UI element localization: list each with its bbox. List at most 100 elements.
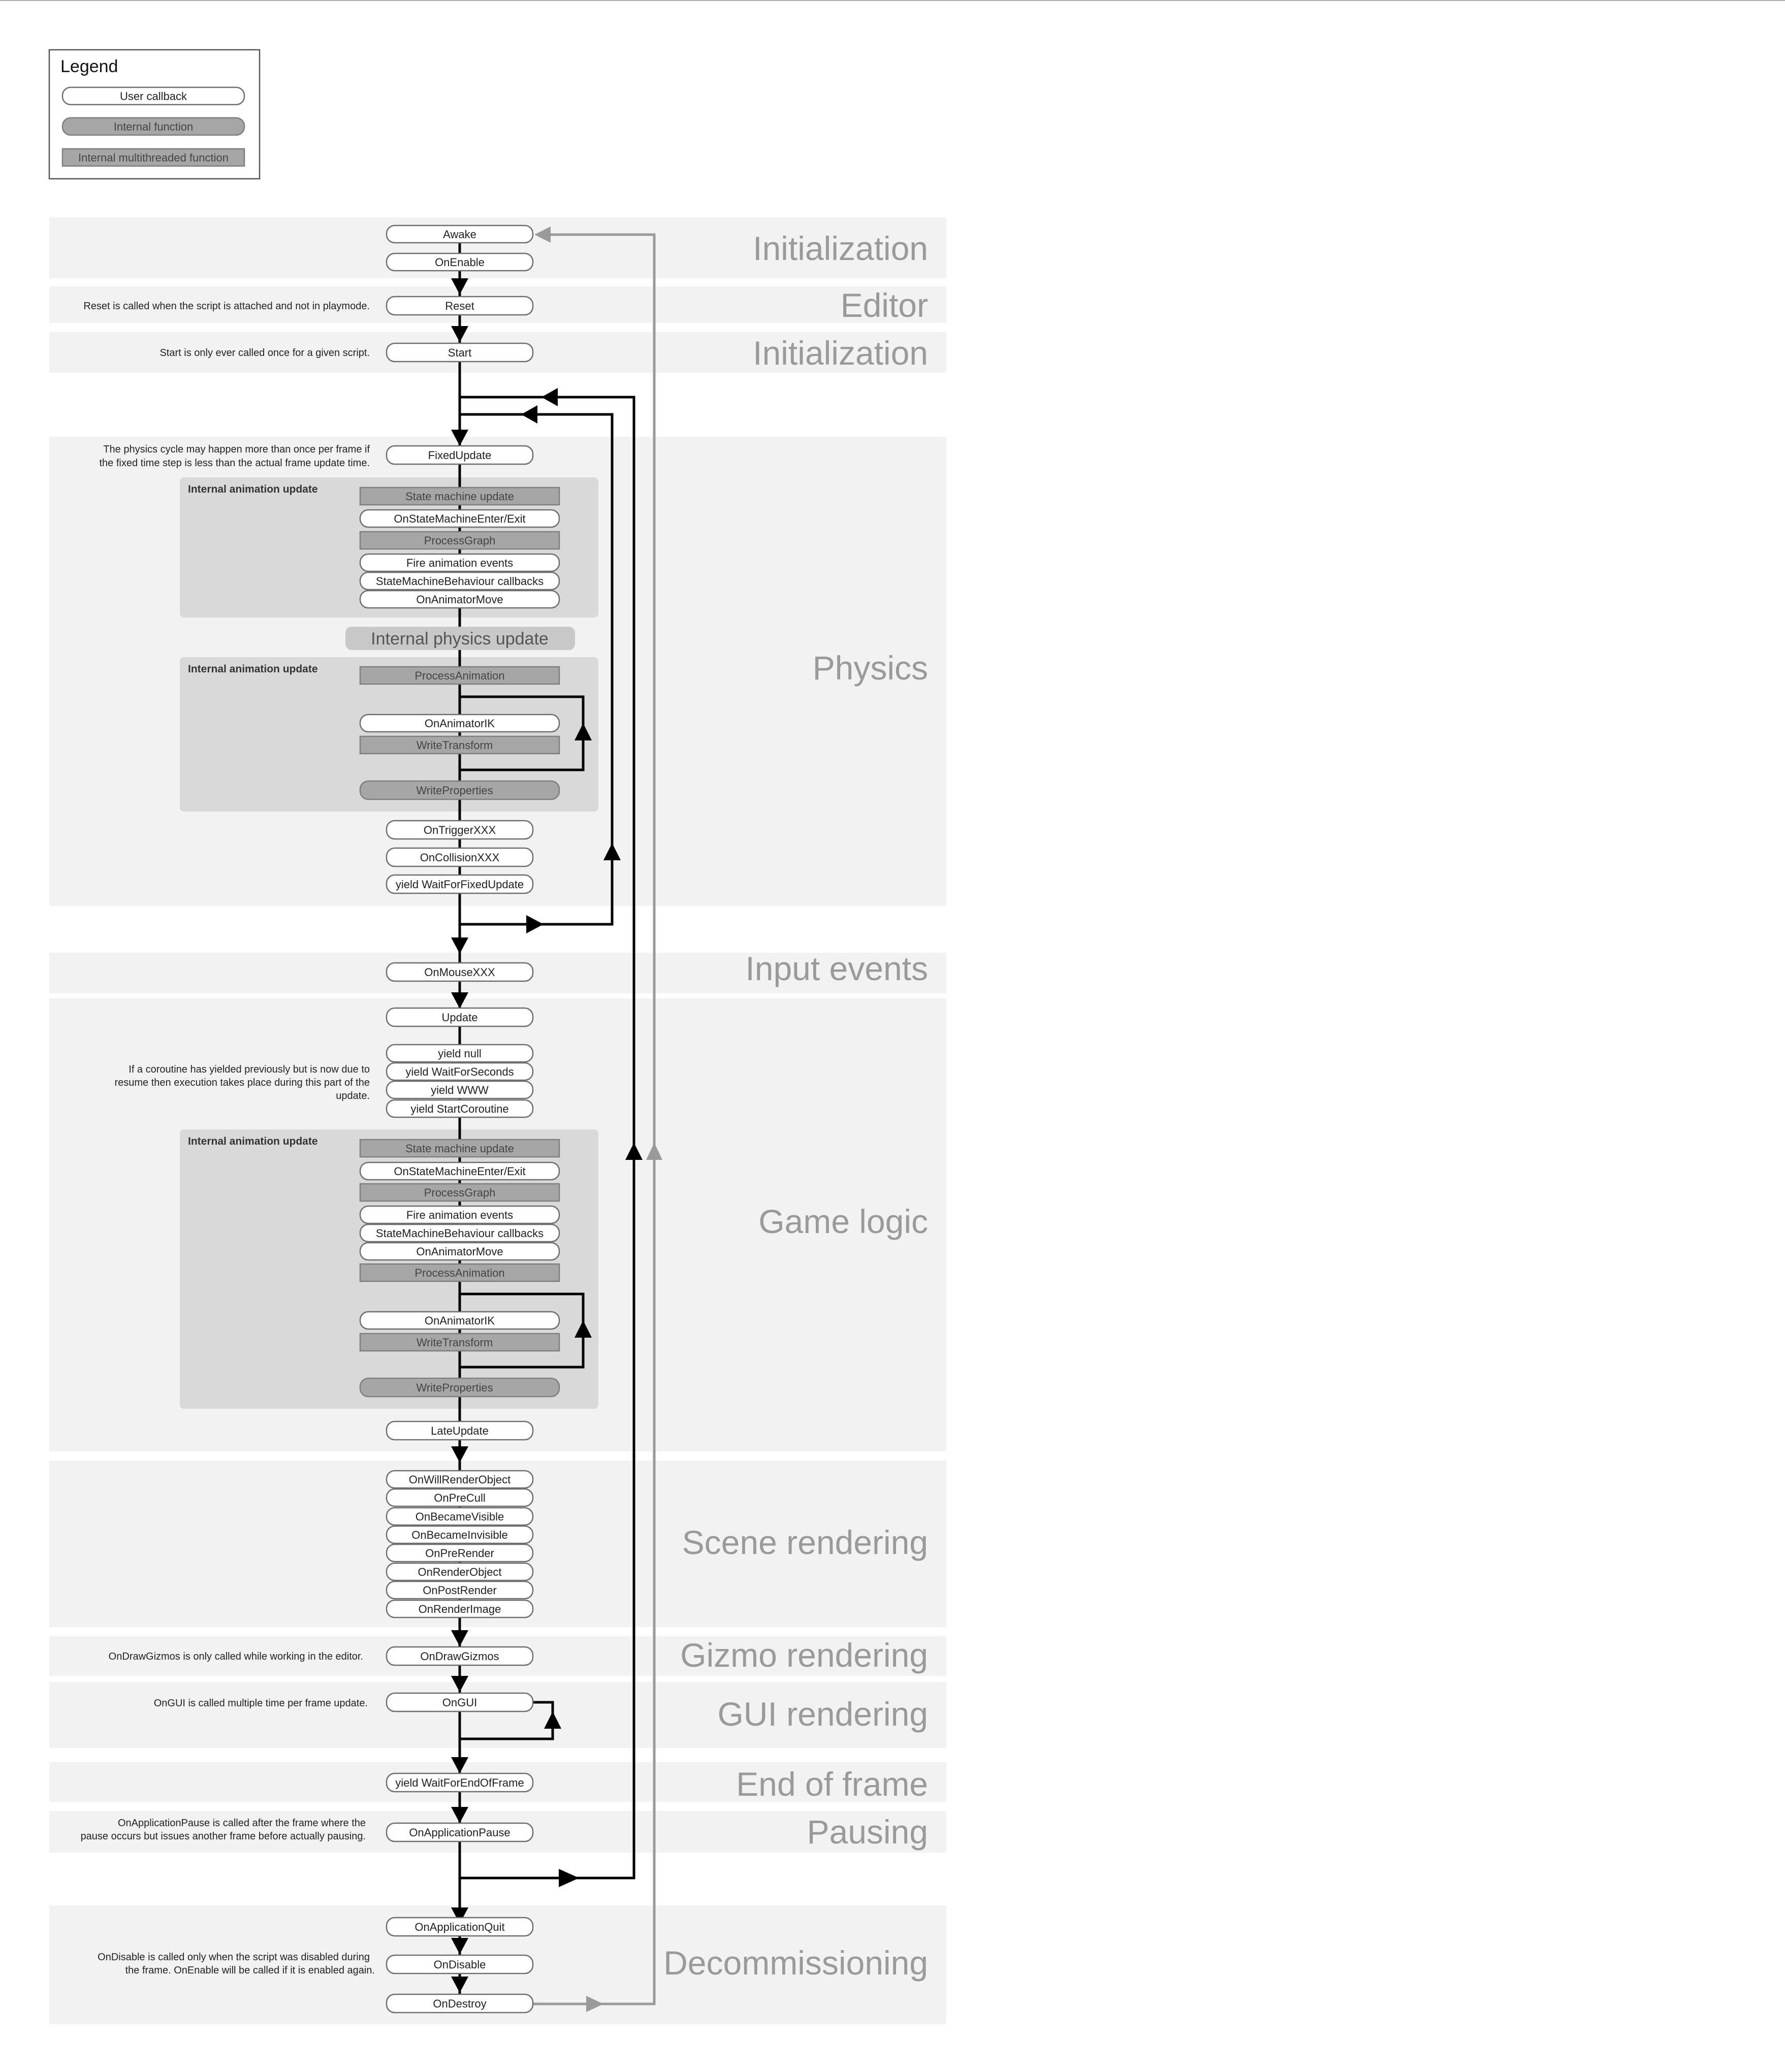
legend-internal-function-label: Internal function bbox=[114, 120, 194, 133]
node-onapplicationpause bbox=[386, 1822, 534, 1842]
node-onanimatormove-1 bbox=[359, 590, 560, 609]
node-onrenderimage bbox=[386, 1599, 534, 1618]
node-processanimation-2 bbox=[359, 1263, 560, 1282]
node-writeproperties-2-label: WriteProperties bbox=[416, 1381, 493, 1394]
node-onbecamevisible-label: OnBecameVisible bbox=[416, 1510, 504, 1523]
arrow-lifecycle-to-awake bbox=[534, 226, 551, 243]
section-title-decommissioning: Decommissioning bbox=[663, 1944, 928, 1982]
arrow-down-to-update bbox=[451, 992, 468, 1009]
top-divider bbox=[0, 0, 1785, 1]
node-onenable-label: OnEnable bbox=[435, 256, 485, 269]
node-state-machine-update-1-label: State machine update bbox=[405, 490, 514, 503]
node-start bbox=[386, 342, 534, 363]
section-title-end-of-frame: End of frame bbox=[736, 1765, 928, 1803]
node-ondrawgizmos bbox=[386, 1646, 534, 1666]
node-ondestroy-label: OnDestroy bbox=[433, 1997, 486, 2010]
section-title-gui-rendering: GUI rendering bbox=[717, 1695, 928, 1733]
node-ongui-label: OnGUI bbox=[442, 1696, 477, 1709]
node-writeproperties-1-label: WriteProperties bbox=[416, 784, 493, 797]
note-coroutine-line-1: If a coroutine has yielded previously bu… bbox=[129, 1064, 370, 1075]
group-title-game-logic: Internal animation update bbox=[188, 1136, 318, 1147]
node-writeproperties-2 bbox=[359, 1377, 560, 1398]
notes: Reset is called when the script is attac… bbox=[81, 301, 375, 1976]
arrow-physics-loop-right bbox=[526, 915, 544, 933]
node-oncollisionxxx bbox=[386, 847, 534, 867]
arrow-ik-loop-game-logic bbox=[575, 1320, 592, 1338]
node-onprerender bbox=[386, 1543, 534, 1563]
note-pause-line-1: OnApplicationPause is called after the f… bbox=[118, 1818, 366, 1829]
legend-internal-multithreaded-swatch bbox=[61, 148, 245, 167]
node-statemachinebehaviour-callbacks-2-label: StateMachineBehaviour callbacks bbox=[376, 1227, 544, 1240]
node-update bbox=[386, 1007, 534, 1027]
arrow-down-to-pause bbox=[451, 1807, 468, 1823]
node-onanimatorik-2-label: OnAnimatorIK bbox=[425, 1314, 495, 1327]
arrow-physics-loop-up bbox=[603, 843, 621, 860]
node-onbecamevisible bbox=[386, 1507, 534, 1526]
group-title-physics-2: Internal animation update bbox=[188, 663, 318, 675]
note-coroutine-line-3: update. bbox=[336, 1090, 370, 1102]
node-onwillrenderobject bbox=[386, 1470, 534, 1489]
node-onpostrender bbox=[386, 1580, 534, 1600]
node-onanimatorik-2 bbox=[359, 1311, 560, 1330]
node-oncollisionxxx-label: OnCollisionXXX bbox=[420, 851, 500, 864]
note-gizmos: OnDrawGizmos is only called while workin… bbox=[109, 1651, 363, 1662]
node-onrenderobject bbox=[386, 1562, 534, 1581]
node-fire-animation-events-2-label: Fire animation events bbox=[406, 1209, 513, 1221]
node-onanimatorik-1 bbox=[359, 714, 560, 733]
node-onprecull bbox=[386, 1488, 534, 1507]
section-title-input-events: Input events bbox=[745, 950, 928, 987]
node-writetransform-2-label: WriteTransform bbox=[417, 1336, 493, 1349]
arrow-down-to-start bbox=[451, 326, 468, 342]
node-yield-waitforseconds-label: yield WaitForSeconds bbox=[405, 1065, 514, 1078]
legend-internal-multithreaded-label: Internal multithreaded function bbox=[78, 151, 229, 164]
legend-user-callback-swatch bbox=[61, 86, 245, 106]
arrow-frame-loop-left bbox=[541, 388, 558, 406]
node-reset-label: Reset bbox=[445, 300, 474, 312]
node-onapplicationquit-label: OnApplicationQuit bbox=[415, 1921, 504, 1933]
node-internal-physics-update bbox=[345, 627, 575, 650]
legend-internal-function-swatch bbox=[61, 117, 245, 136]
arrow-down-to-end-of-frame bbox=[451, 1757, 468, 1773]
node-lateupdate bbox=[386, 1420, 534, 1441]
node-yield-waitforfixedupdate bbox=[386, 874, 534, 894]
node-yield-waitforendofframe bbox=[386, 1772, 534, 1793]
arrow-down-to-gizmos bbox=[451, 1630, 468, 1646]
node-onprerender-label: OnPreRender bbox=[425, 1547, 494, 1560]
node-processgraph-1-label: ProcessGraph bbox=[424, 534, 496, 547]
node-ondrawgizmos-label: OnDrawGizmos bbox=[420, 1650, 499, 1663]
node-statemachinebehaviour-callbacks-2 bbox=[359, 1223, 560, 1243]
legend: Legend User callback Internal function I… bbox=[48, 49, 261, 180]
node-state-machine-update-2 bbox=[359, 1139, 560, 1158]
node-state-machine-update-1 bbox=[359, 487, 560, 506]
section-title-initialization: Initialization bbox=[753, 230, 928, 267]
arrow-down-to-scene-rendering bbox=[451, 1446, 468, 1463]
node-internal-physics-update-label: Internal physics update bbox=[371, 629, 549, 649]
node-onrenderobject-label: OnRenderObject bbox=[418, 1566, 501, 1578]
node-fire-animation-events-1 bbox=[359, 553, 560, 572]
note-reset: Reset is called when the script is attac… bbox=[83, 301, 370, 312]
node-ongui bbox=[386, 1692, 534, 1712]
node-writetransform-2 bbox=[359, 1333, 560, 1352]
node-writetransform-1-label: WriteTransform bbox=[417, 739, 493, 752]
arrow-frame-loop-up bbox=[625, 1143, 643, 1160]
note-start: Start is only ever called once for a giv… bbox=[160, 347, 370, 359]
node-yield-startcoroutine bbox=[386, 1099, 534, 1118]
node-onrenderimage-label: OnRenderImage bbox=[419, 1603, 501, 1615]
node-onanimatormove-2 bbox=[359, 1242, 560, 1261]
node-onstatemachineenterexit-2 bbox=[359, 1161, 560, 1181]
node-awake-label: Awake bbox=[443, 228, 476, 241]
legend-title: Legend bbox=[60, 57, 118, 76]
arrow-down-to-destroy bbox=[451, 1977, 468, 1993]
arrow-down-to-disable bbox=[451, 1938, 468, 1954]
node-writeproperties-1 bbox=[359, 780, 560, 800]
note-physics-line-2: the fixed time step is less than the act… bbox=[100, 458, 370, 469]
legend-user-callback-label: User callback bbox=[120, 90, 187, 103]
node-onapplicationquit bbox=[386, 1917, 534, 1937]
node-update-label: Update bbox=[442, 1011, 478, 1024]
node-statemachinebehaviour-callbacks-1 bbox=[359, 571, 560, 591]
node-onprecull-label: OnPreCull bbox=[434, 1492, 485, 1504]
node-writetransform-1 bbox=[359, 735, 560, 755]
node-onanimatormove-1-label: OnAnimatorMove bbox=[416, 593, 503, 606]
node-processgraph-1 bbox=[359, 531, 560, 550]
